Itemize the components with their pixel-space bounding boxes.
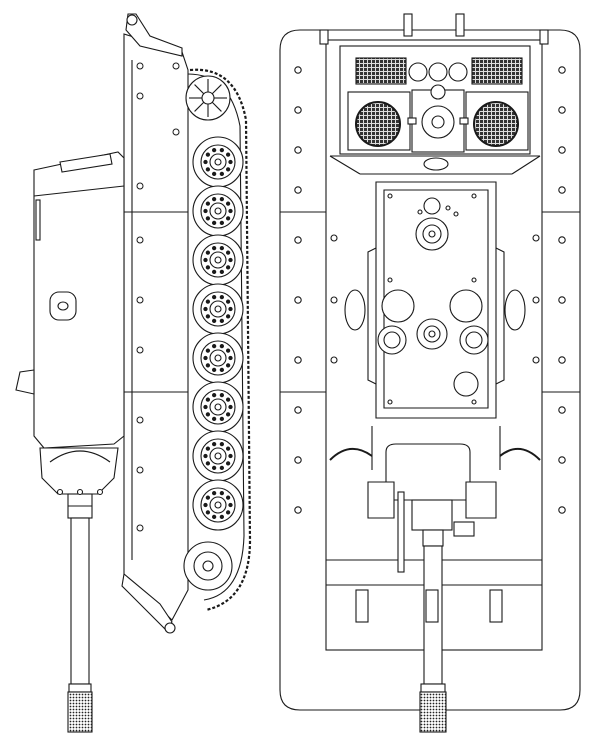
loader-hatch xyxy=(449,289,483,323)
mantlet-bolt xyxy=(56,488,64,496)
engine-deck-bevel xyxy=(329,155,541,175)
guard-bolts xyxy=(294,66,566,514)
engine-fan-left-ring xyxy=(355,101,401,147)
top-mantlet-block xyxy=(411,499,453,531)
turret-periscope xyxy=(423,197,441,215)
front-fender-right xyxy=(499,448,541,461)
road-wheel xyxy=(192,283,244,335)
engine-fan-right-ring xyxy=(473,101,519,147)
side-view xyxy=(15,13,252,733)
engine-access-cap xyxy=(408,62,428,82)
mantlet-curve xyxy=(49,450,111,463)
gun-barrel xyxy=(70,517,90,685)
road-wheel xyxy=(192,479,244,531)
turret-cupola xyxy=(59,153,113,173)
drive-sprocket-hub xyxy=(201,91,215,105)
loader-periscope-inner xyxy=(465,331,483,349)
road-wheels xyxy=(192,136,244,531)
turret-rear-hatch xyxy=(453,371,479,397)
road-wheel xyxy=(192,185,244,237)
engine-latch xyxy=(407,117,417,125)
mantlet-bolt xyxy=(76,488,84,496)
tow-hook-rear xyxy=(164,622,176,634)
engine-latch xyxy=(459,117,469,125)
tow-hook-front xyxy=(126,14,138,26)
side-hull-panel-lines xyxy=(124,211,188,393)
top-muzzle-brake xyxy=(419,691,447,733)
road-wheel xyxy=(192,234,244,286)
sprocket-spokes xyxy=(189,79,227,117)
hull-hatch-left xyxy=(367,481,395,519)
road-wheel xyxy=(192,381,244,433)
engine-access-cap xyxy=(428,62,448,82)
engine-filler-cap-inner xyxy=(431,115,445,129)
top-view xyxy=(279,13,581,733)
engine-grille-left xyxy=(355,57,407,85)
road-wheel xyxy=(192,430,244,482)
turret-side-box xyxy=(35,199,41,241)
turret-roof-line xyxy=(33,185,125,197)
turret-body xyxy=(33,151,125,449)
engine-grille-right xyxy=(471,57,523,85)
guard-oval xyxy=(344,289,366,331)
guard-oval xyxy=(504,289,526,331)
hull-hatch-right xyxy=(465,481,497,519)
gunner-sight-hub xyxy=(428,330,436,338)
gun-mantlet xyxy=(39,447,119,495)
deck-vent-cap xyxy=(423,157,449,171)
commander-cupola-inner xyxy=(383,331,401,349)
top-mantlet xyxy=(385,443,471,501)
turret-hatch-handle xyxy=(57,301,69,311)
engine-access-cap xyxy=(448,62,468,82)
turret-bolts xyxy=(387,193,477,405)
muzzle-brake xyxy=(67,691,93,733)
front-plate-left xyxy=(371,426,501,470)
top-muzzle-collar xyxy=(420,683,446,693)
top-gun-collar xyxy=(422,529,444,547)
front-fender-left xyxy=(329,448,373,461)
engine-access-cap xyxy=(430,84,446,100)
road-wheel xyxy=(192,136,244,188)
road-wheel xyxy=(192,332,244,384)
turret-top xyxy=(375,181,497,419)
hull-mg-mount xyxy=(453,521,475,537)
bow-mg-barrel xyxy=(397,491,405,573)
side-hull-bolts xyxy=(136,62,180,532)
front-hull-detail xyxy=(125,13,183,57)
turret-side-bevel xyxy=(367,247,505,385)
turret-front-mantlet-bulge xyxy=(15,369,35,395)
top-lifting-posts xyxy=(319,13,549,45)
side-hull xyxy=(123,33,189,621)
turret-vent-hub xyxy=(428,230,436,238)
commander-hatch xyxy=(381,289,415,323)
front-tow-brackets xyxy=(355,589,503,623)
mantlet-bolt xyxy=(96,488,104,496)
track-outer xyxy=(189,68,252,612)
idler-wheel-hub xyxy=(202,560,214,572)
muzzle-brake-collar xyxy=(68,683,92,693)
